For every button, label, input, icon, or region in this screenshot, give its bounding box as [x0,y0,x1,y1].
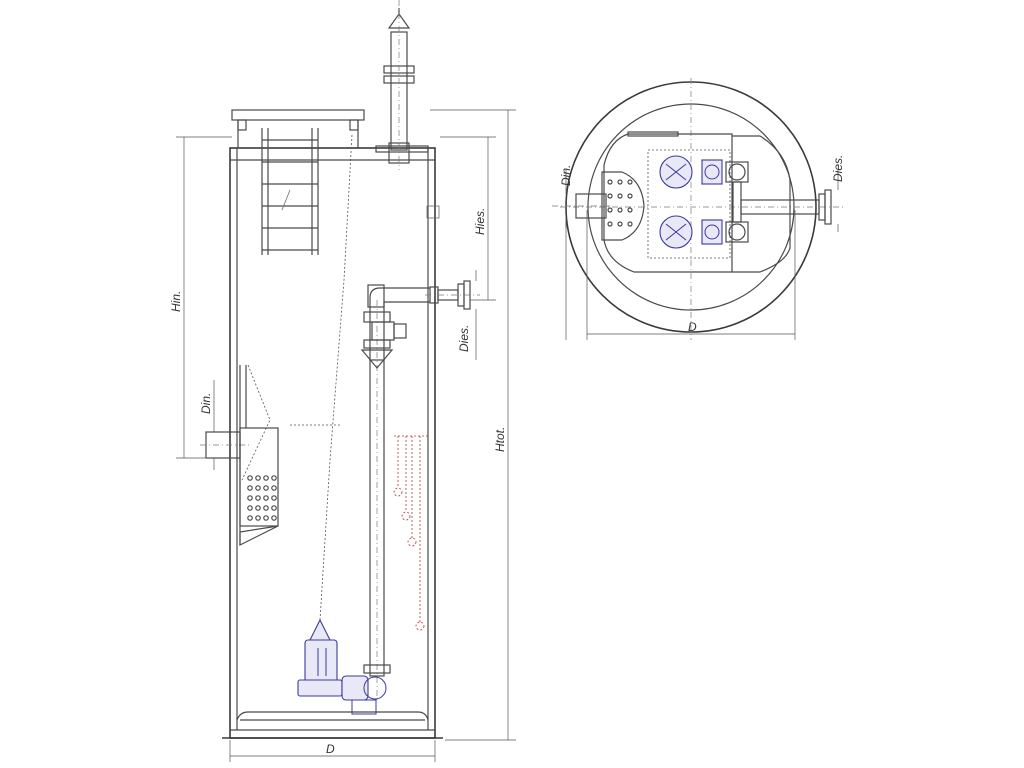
label-dies: Dies. [457,325,471,352]
submersible-pump [297,618,387,715]
basket-hole [263,505,269,511]
tank-collar [231,109,429,153]
top-manifold [725,135,832,273]
basket-hole [255,475,261,481]
basket-hole [247,505,253,511]
label-htot: Htot. [493,427,507,452]
top-label-d: D [688,320,697,334]
basket-hole [271,495,277,501]
discharge-pipe [360,280,480,700]
basket-hole [247,495,253,501]
side-view: Hin. Din. Hies. Dies. Htot. D [169,0,516,762]
basket-hole [271,485,277,491]
basket-hole [271,515,277,521]
label-d: D [326,742,335,756]
side-dimensions [176,109,516,762]
top-inlet [552,171,645,241]
basket-hole [255,485,261,491]
inlet-hole [607,193,613,199]
label-hies: Hies. [473,208,487,235]
basket-hole [263,515,269,521]
tank-body [222,147,443,739]
inlet-hole [617,193,623,199]
top-label-din: Din. [559,165,573,186]
inlet-hole [607,207,613,213]
top-dimensions [565,170,839,340]
basket-hole [247,515,253,521]
inlet-hole [607,179,613,185]
access-ladder [261,128,319,255]
float-switches [393,435,428,631]
top-view: Din. Dies. D [552,78,845,340]
hatch-outline [603,133,733,273]
inlet-hole [627,207,633,213]
label-din: Din. [199,393,213,414]
inlet-hole [617,179,623,185]
basket-hole [263,475,269,481]
inlet-hole [617,207,623,213]
vent-pipe [383,0,415,170]
basket-hole [247,475,253,481]
basket-hole [271,475,277,481]
top-pump-2 [659,215,723,249]
inlet-basket [200,365,279,546]
basket-hole [247,485,253,491]
basket-hole [255,515,261,521]
top-label-dies: Dies. [831,155,845,182]
inlet-hole [627,193,633,199]
basket-hole [263,495,269,501]
inlet-hole [627,179,633,185]
pump-chain [319,134,353,621]
top-pump-1 [659,155,723,189]
inlet-hole [617,221,623,227]
basket-hole [263,485,269,491]
basket-hole [255,495,261,501]
inlet-hole [607,221,613,227]
basket-hole [271,505,277,511]
basket-hole [255,505,261,511]
junction-box [426,205,440,219]
inlet-hole [627,221,633,227]
label-hin: Hin. [169,291,183,312]
